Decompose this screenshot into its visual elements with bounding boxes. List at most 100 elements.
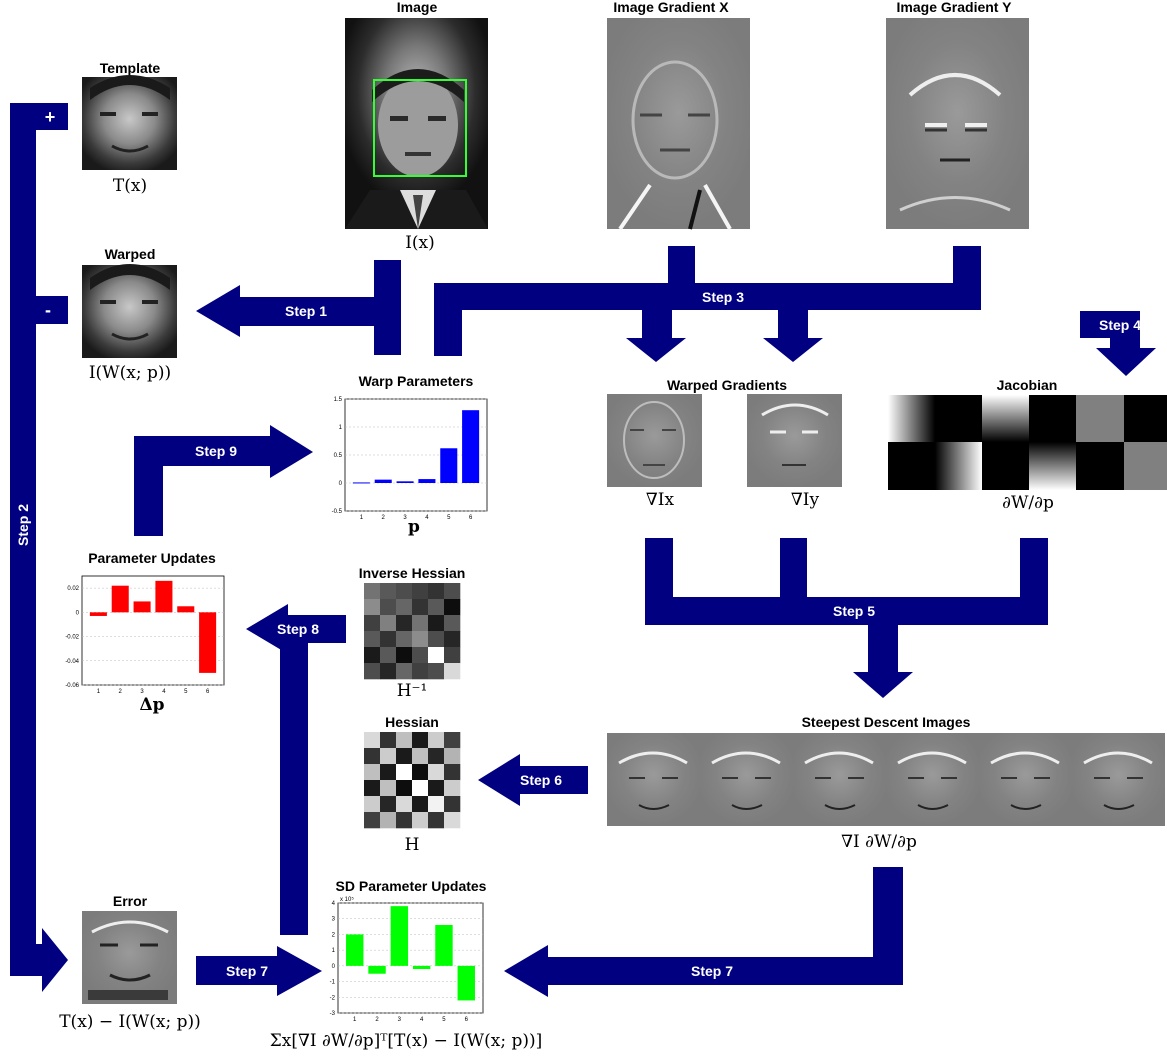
matrix-cell: [380, 748, 397, 765]
x-tick-label: 2: [119, 689, 123, 695]
step3-label: Step 3: [702, 289, 744, 305]
jacobian-label: ∂W/∂p: [1002, 493, 1054, 513]
step9-arrow: [134, 425, 313, 536]
step3-arrow: [434, 246, 981, 362]
step8-arrow: [246, 604, 346, 935]
sd-image-brow: [897, 751, 967, 765]
matrix-cell: [396, 796, 413, 813]
sd-image-mouth: [731, 804, 763, 810]
matrix-cell: [444, 764, 461, 781]
grad-y-title: Image Gradient Y: [897, 0, 1013, 15]
matrix-cell: [412, 647, 429, 664]
step1-arrow: [196, 260, 401, 355]
sd-image-mouth: [1103, 804, 1135, 810]
step5-label: Step 5: [833, 603, 875, 619]
matrix-cell: [444, 796, 461, 813]
bar: [412, 965, 431, 969]
sd-image-tile: [607, 733, 700, 826]
y-tick-label: -3: [330, 1011, 336, 1017]
bar: [368, 965, 386, 974]
y-multiplier-label: x 10⁵: [340, 896, 354, 903]
step1-label: Step 1: [285, 303, 327, 319]
sd-image-tile: [886, 733, 979, 826]
step6-label: Step 6: [520, 772, 562, 788]
x-tick-label: 5: [447, 515, 451, 521]
x-tick-label: 1: [97, 689, 101, 695]
y-tick-label: 0: [332, 964, 336, 970]
matrix-cell: [364, 663, 381, 680]
template-image: [82, 75, 177, 170]
x-tick-label: 1: [353, 1017, 357, 1023]
matrix-cell: [396, 647, 413, 664]
matrix-cell: [396, 615, 413, 632]
step5-arrow: [645, 538, 1048, 698]
x-tick-label: 4: [420, 1017, 424, 1023]
face-image: [345, 18, 488, 229]
matrix-cell: [412, 732, 429, 749]
step4-label: Step 4: [1099, 317, 1141, 333]
x-tick-label: 4: [162, 689, 166, 695]
matrix-cell: [412, 599, 429, 616]
y-tick-label: 1: [332, 948, 336, 954]
x-tick-label: 5: [184, 689, 188, 695]
image-title: Image: [397, 0, 438, 15]
y-tick-label: 1.5: [334, 397, 343, 403]
bar: [155, 580, 173, 613]
matrix-cell: [428, 599, 445, 616]
matrix-cell: [412, 812, 429, 829]
y-tick-label: 2: [332, 932, 336, 938]
x-tick-label: 4: [425, 515, 429, 521]
matrix-cell: [364, 812, 381, 829]
bar: [457, 965, 475, 1001]
bar: [462, 410, 480, 483]
step2-arrow: [10, 103, 68, 992]
matrix-cell: [412, 663, 429, 680]
sd-image-brow: [1083, 751, 1153, 765]
gradient-x-image: [607, 18, 750, 231]
y-tick-label: -0.02: [65, 635, 79, 641]
y-tick-label: 0: [339, 481, 343, 487]
matrix-cell: [396, 748, 413, 765]
matrix-cell: [444, 748, 461, 765]
matrix-cell: [412, 748, 429, 765]
x-tick-label: 2: [382, 515, 386, 521]
matrix-cell: [380, 796, 397, 813]
warped-gradient-x-image: [607, 394, 702, 487]
x-tick-label: 6: [465, 1017, 469, 1023]
sd-image-mouth: [638, 804, 670, 810]
matrix-cell: [428, 583, 445, 600]
sd-image-tile: [793, 733, 886, 826]
matrix-cell: [428, 812, 445, 829]
matrix-cell: [364, 599, 381, 616]
inv-hessian-label: H⁻¹: [397, 681, 428, 701]
template-title: Template: [100, 60, 161, 76]
sd-image-brow: [990, 751, 1060, 765]
hessian-title: Hessian: [385, 714, 439, 730]
bar: [199, 612, 217, 673]
step7b-label: Step 7: [691, 963, 733, 979]
x-tick-label: 5: [442, 1017, 446, 1023]
matrix-cell: [428, 764, 445, 781]
matrix-cell: [396, 583, 413, 600]
step9-label: Step 9: [195, 443, 237, 459]
matrix-cell: [364, 615, 381, 632]
x-tick-label: 6: [469, 515, 473, 521]
arrows: [10, 103, 1156, 997]
matrix-cell: [412, 631, 429, 648]
sd-images: [607, 733, 1165, 826]
matrix-cell: [428, 631, 445, 648]
matrix-cell: [380, 812, 397, 829]
y-tick-label: -1: [330, 980, 336, 986]
error-title: Error: [113, 893, 148, 909]
matrix-cell: [380, 764, 397, 781]
sd-image-mouth: [824, 804, 856, 810]
y-tick-label: 0.5: [334, 453, 343, 459]
image-label: I(x): [405, 233, 435, 253]
param-updates-title: Parameter Updates: [88, 550, 216, 566]
bar: [440, 448, 458, 483]
grad-ix-label: ∇Ix: [646, 490, 675, 510]
matrix-cell: [396, 780, 413, 797]
matrix-cell: [380, 663, 397, 680]
